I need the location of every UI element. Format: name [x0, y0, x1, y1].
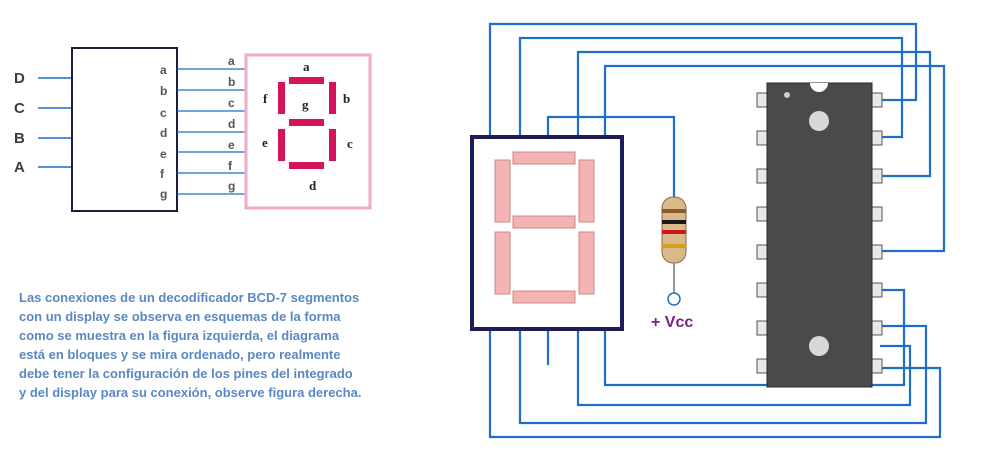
description-line: con un display se observa en esquemas de… [19, 309, 341, 324]
large-display [470, 135, 624, 331]
small-display-segments [278, 77, 336, 169]
decoder-output-label-c: c [160, 106, 167, 120]
wire-label-g: g [228, 179, 235, 193]
large-segment-c [578, 231, 595, 295]
wire-label-e: e [228, 138, 235, 152]
large-segment-a [512, 151, 576, 165]
large-segment-d [512, 290, 576, 304]
input-label-c: C [14, 100, 25, 117]
input-label-a: A [14, 159, 25, 176]
description-line: Las conexiones de un decodificador BCD-7… [19, 290, 360, 305]
ic-notch [810, 83, 828, 92]
description-line: debe tener la configuración de los pines… [19, 366, 353, 381]
large-segment-f [494, 159, 511, 223]
large-segment-b [578, 159, 595, 223]
description-text: Las conexiones de un decodificador BCD-7… [19, 288, 439, 402]
wire-bottom-3 [576, 330, 912, 407]
segment-label-g: g [302, 97, 309, 112]
decoder-block [71, 47, 178, 212]
wire-resistor [546, 115, 676, 205]
wire-label-f: f [228, 159, 233, 173]
ic-chip [756, 82, 883, 388]
large-display-segments [494, 151, 595, 304]
decoder-output-label-a: a [160, 63, 167, 77]
segment-label-b: b [343, 91, 350, 106]
small-segment-e [278, 129, 285, 161]
wire-top-3 [576, 50, 932, 178]
vcc-label: + Vcc [651, 314, 693, 331]
segment-label-e: e [262, 135, 268, 150]
segment-label-c: c [347, 136, 353, 151]
wire-top-1 [488, 22, 918, 137]
resistor-band-3 [662, 230, 686, 234]
description-line: está en bloques y se mira ordenado, pero… [19, 347, 341, 362]
right-wires [488, 22, 946, 439]
wire-label-b: b [228, 75, 235, 89]
wire-top-2 [518, 36, 904, 139]
small-segment-c [329, 129, 336, 161]
description-line: y del display para su conexión, observe … [19, 385, 362, 400]
wire-label-a: a [228, 54, 235, 68]
wire-label-c: c [228, 96, 235, 110]
wire-bottom-2 [518, 324, 928, 425]
ic-mold-mark-bottom [809, 336, 829, 356]
wire-label-d: d [228, 117, 235, 131]
wire-bottom-1 [488, 330, 942, 439]
resistor-band-4 [662, 244, 686, 248]
small-segment-g [289, 119, 324, 126]
decoder-output-label-g: g [160, 187, 167, 201]
small-segment-d [289, 162, 324, 169]
large-segment-g [512, 215, 576, 229]
ic-pins [756, 92, 883, 374]
resistor-band-2 [662, 220, 686, 224]
segment-label-a: a [303, 59, 310, 74]
decoder-output-label-d: d [160, 126, 167, 140]
small-segment-f [278, 82, 285, 114]
ic-pin1-dot [784, 92, 790, 98]
small-segment-b [329, 82, 336, 114]
small-segment-a [289, 77, 324, 84]
resistor: + Vcc [651, 196, 693, 331]
decoder-output-label-b: b [160, 84, 167, 98]
resistor-band-1 [662, 209, 686, 213]
block-diagram: D C B A a b c d e f g a b [14, 47, 372, 212]
description-line: como se muestra en la figura izquierda, … [19, 328, 340, 343]
segment-label-d: d [309, 178, 317, 193]
large-segment-e [494, 231, 511, 295]
ic-mold-mark-top [809, 111, 829, 131]
vcc-terminal [667, 292, 681, 306]
wire-bottom-4 [603, 288, 906, 387]
wire-top-4 [603, 64, 946, 253]
input-label-d: D [14, 70, 25, 87]
segment-label-f: f [263, 91, 268, 106]
input-label-b: B [14, 130, 25, 147]
decoder-output-label-f: f [160, 167, 165, 181]
decoder-output-label-e: e [160, 147, 167, 161]
output-wires [177, 68, 246, 195]
